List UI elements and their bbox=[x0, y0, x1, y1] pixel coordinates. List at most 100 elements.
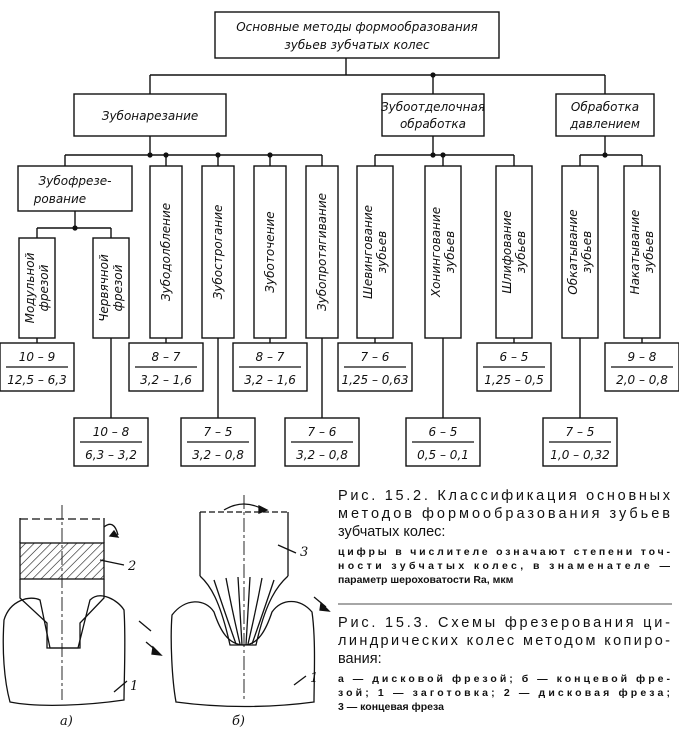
milling-scheme-b bbox=[170, 495, 331, 708]
method-label-9-2: зубьев bbox=[514, 231, 528, 273]
method-label-2-2: фрезой bbox=[111, 264, 125, 311]
caption-152-line3: зубчатых колес: bbox=[338, 524, 445, 540]
roughness-ra-10: 1,0 – 0,32 bbox=[550, 448, 609, 462]
method-label-2-1: Червячной bbox=[97, 254, 111, 322]
caption-153-note3: 3 — концевая фреза bbox=[338, 701, 444, 713]
accuracy-grade-7: 7 – 6 bbox=[361, 350, 390, 364]
fraction-box-9 bbox=[476, 342, 552, 392]
milling-scheme-a bbox=[2, 505, 163, 706]
method-label-1-1: Модульной bbox=[23, 252, 37, 323]
method-box-11 bbox=[623, 165, 661, 339]
caption-fig-15-2: Рис. 15.2. Классификация основных методо… bbox=[338, 488, 671, 586]
group-pressure-label-1: Обработка bbox=[571, 100, 639, 114]
group-box-gear-cutting bbox=[73, 93, 227, 137]
method-label-3-1: Зубодолбление bbox=[159, 203, 173, 301]
method-box-8 bbox=[424, 165, 462, 339]
caption-152-line1: Рис. 15.2. Классификация основных bbox=[338, 488, 671, 504]
callout-3: 3 bbox=[300, 545, 308, 560]
caption-fig-15-3: Рис. 15.3. Схемы фрезерования ци- линдри… bbox=[338, 615, 671, 713]
method-label-8-2: зубьев bbox=[443, 231, 457, 273]
method-label-10-1: Обкатывание bbox=[566, 209, 580, 294]
caption-153-line2: линдрических колес методом копиро- bbox=[338, 633, 670, 649]
method-label-7-1: Шевингование bbox=[361, 205, 375, 299]
fraction-box-2 bbox=[73, 417, 149, 467]
label-b: б) bbox=[232, 714, 245, 729]
method-box-1 bbox=[18, 237, 56, 339]
fraction-box-5 bbox=[232, 342, 308, 392]
roughness-ra-8: 0,5 – 0,1 bbox=[417, 448, 469, 462]
roughness-ra-1: 12,5 – 6,3 bbox=[7, 373, 66, 387]
accuracy-grade-1: 10 – 9 bbox=[19, 350, 56, 364]
group-finishing-label-1: Зубоотделочная bbox=[381, 100, 485, 114]
caption-152-note3: параметр шероховатости Ra, мкм bbox=[338, 574, 514, 586]
sub-box-hobbing bbox=[17, 165, 133, 212]
fraction-box-11 bbox=[604, 342, 679, 392]
fraction-box-6 bbox=[284, 417, 360, 467]
method-label-7-2: зубьев bbox=[375, 231, 389, 273]
accuracy-grade-9: 6 – 5 bbox=[500, 350, 529, 364]
roughness-ra-11: 2,0 – 0,8 bbox=[616, 373, 668, 387]
method-label-4-1: Зубострогание bbox=[211, 205, 225, 300]
method-label-9-1: Шлифование bbox=[500, 210, 514, 293]
accuracy-grade-2: 10 – 8 bbox=[93, 425, 130, 439]
group-box-finishing bbox=[381, 93, 485, 137]
roughness-ra-5: 3,2 – 1,6 bbox=[244, 373, 296, 387]
caption-153-line1: Рис. 15.3. Схемы фрезерования ци- bbox=[338, 615, 670, 631]
accuracy-grade-4: 7 – 5 bbox=[204, 425, 233, 439]
group-pressure-label-2: давлением bbox=[569, 117, 640, 131]
sub-hobbing-label-1: Зубофрезе- bbox=[39, 174, 112, 188]
fraction-box-10 bbox=[542, 417, 618, 467]
caption-153-note1: а — дисковой фрезой; б — концевой фре- bbox=[338, 673, 671, 685]
group-finishing-label-2: обработка bbox=[400, 117, 466, 131]
accuracy-grade-8: 6 – 5 bbox=[429, 425, 458, 439]
method-label-5-1: Зуботочение bbox=[263, 211, 277, 292]
accuracy-grade-10: 7 – 5 bbox=[566, 425, 595, 439]
root-title-line1: Основные методы формообразования bbox=[236, 20, 478, 34]
callout-1b: 1 bbox=[310, 671, 318, 686]
roughness-ra-6: 3,2 – 0,8 bbox=[296, 448, 348, 462]
caption-153-note2: зой; 1 — заготовка; 2 — дисковая фреза; bbox=[338, 687, 670, 699]
callout-2: 2 bbox=[127, 559, 136, 574]
caption-152-note1: цифры в числителе означают степени точ- bbox=[338, 546, 671, 558]
roughness-ra-2: 6,3 – 3,2 bbox=[85, 448, 137, 462]
callout-1a: 1 bbox=[130, 679, 138, 694]
method-box-2 bbox=[92, 237, 130, 339]
fraction-box-7 bbox=[337, 342, 413, 392]
roughness-ra-7: 1,25 – 0,63 bbox=[341, 373, 408, 387]
method-box-4 bbox=[201, 165, 235, 339]
method-box-7 bbox=[356, 165, 394, 339]
fraction-box-4 bbox=[180, 417, 256, 467]
roughness-ra-4: 3,2 – 0,8 bbox=[192, 448, 244, 462]
method-label-11-1: Накатывание bbox=[628, 210, 642, 295]
label-a: а) bbox=[60, 714, 73, 729]
method-box-9 bbox=[495, 165, 533, 339]
caption-152-note2: ности зубчатых колес, в знаменателе — bbox=[338, 560, 671, 572]
fraction-box-1 bbox=[0, 342, 75, 392]
method-label-10-2: зубьев bbox=[580, 231, 594, 273]
method-box-5 bbox=[253, 165, 287, 339]
method-box-6 bbox=[305, 165, 339, 339]
group-gear-cutting-label: Зубонарезание bbox=[102, 109, 199, 123]
method-label-1-2: фрезой bbox=[37, 264, 51, 311]
accuracy-grade-11: 9 – 8 bbox=[628, 350, 657, 364]
fraction-box-8 bbox=[405, 417, 481, 467]
root-box bbox=[214, 11, 500, 59]
caption-152-line2: методов формообразования зубьев bbox=[338, 506, 670, 522]
fraction-box-3 bbox=[128, 342, 204, 392]
method-label-11-2: зубьев bbox=[642, 231, 656, 273]
accuracy-grade-5: 8 – 7 bbox=[256, 350, 285, 364]
method-label-6-1: Зубопротягивание bbox=[315, 193, 329, 311]
caption-153-line3: вания: bbox=[338, 651, 382, 667]
accuracy-grade-6: 7 – 6 bbox=[308, 425, 337, 439]
group-box-pressure bbox=[555, 93, 655, 137]
accuracy-grade-3: 8 – 7 bbox=[152, 350, 181, 364]
roughness-ra-3: 3,2 – 1,6 bbox=[140, 373, 192, 387]
method-box-10 bbox=[561, 165, 599, 339]
method-label-8-1: Хонингование bbox=[429, 207, 443, 298]
root-title-line2: зубьев зубчатых колес bbox=[284, 38, 430, 52]
method-box-3 bbox=[149, 165, 183, 339]
sub-hobbing-label-2: рование bbox=[33, 192, 86, 206]
roughness-ra-9: 1,25 – 0,5 bbox=[484, 373, 543, 387]
